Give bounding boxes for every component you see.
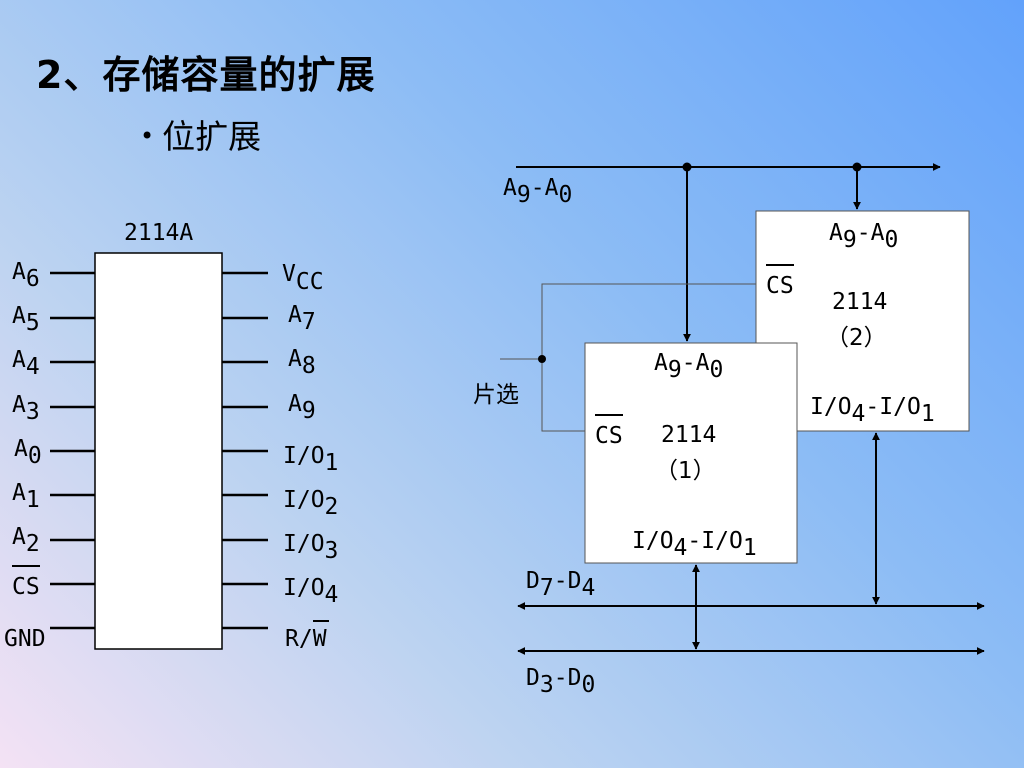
bullet-dot-icon: • — [140, 122, 155, 150]
chip2-name: 2114 — [832, 289, 887, 315]
pinout-left-pin-lines — [50, 271, 95, 630]
chip2-cs-label: CS — [766, 273, 794, 299]
chip2-index: （2） — [826, 325, 887, 351]
pin-label-a7: A7 — [288, 302, 316, 335]
pin-label-io1: I/O1 — [283, 443, 338, 476]
pin-label-cs: CS — [12, 574, 40, 600]
pin-label-a4: A4 — [12, 347, 40, 380]
pin-label-rw: R/W — [285, 626, 327, 652]
pin-label-io2: I/O2 — [283, 487, 338, 520]
chip1-io-label: I/O4-I/O1 — [632, 528, 757, 561]
chip2-io-label: I/O4-I/O1 — [810, 394, 935, 427]
pin-label-vcc: VCC — [282, 261, 324, 295]
bullet-text: 位扩展 — [162, 117, 262, 156]
pin-label-a3: A3 — [12, 392, 40, 425]
bullet-item: •位扩展 — [140, 110, 261, 158]
pin-label-a0: A0 — [14, 436, 42, 469]
pinout-right-pin-lines — [222, 271, 268, 630]
pin-label-io4: I/O4 — [283, 575, 338, 608]
pinout-chip-label: 2114A — [124, 220, 193, 246]
slide-title: 2、存储容量的扩展 — [36, 53, 376, 97]
pin-label-a1: A1 — [12, 480, 40, 513]
pin-label-a2: A2 — [12, 524, 40, 557]
chip1-name: 2114 — [661, 422, 716, 448]
pinout-diagram: 2114A A6 A5 A4 A — [4, 220, 338, 652]
pin-label-a8: A8 — [288, 346, 316, 379]
data-bus-high-label: D7-D4 — [526, 568, 595, 601]
data-bus-low-label: D3-D0 — [526, 665, 595, 698]
pin-label-a9: A9 — [288, 391, 316, 424]
pin-label-a5: A5 — [12, 303, 40, 336]
circuit-diagram: A9-A0 A9-A0 CS 2114 （2） I/O4-I/O1 片选 A9-… — [473, 162, 985, 698]
chip1-index: （1） — [655, 458, 716, 484]
pinout-chip-body — [94, 252, 223, 650]
address-bus-label: A9-A0 — [503, 175, 572, 208]
chip1-address-label: A9-A0 — [654, 350, 723, 383]
junction-dot — [538, 355, 546, 363]
pin-label-gnd: GND — [4, 626, 46, 652]
chip1-cs-label: CS — [595, 423, 623, 449]
pin-label-io3: I/O3 — [283, 531, 338, 564]
chip2-address-label: A9-A0 — [829, 220, 898, 253]
chip1-body — [584, 342, 798, 564]
pin-label-a6: A6 — [12, 259, 40, 292]
chip-select-label: 片选 — [473, 382, 519, 408]
